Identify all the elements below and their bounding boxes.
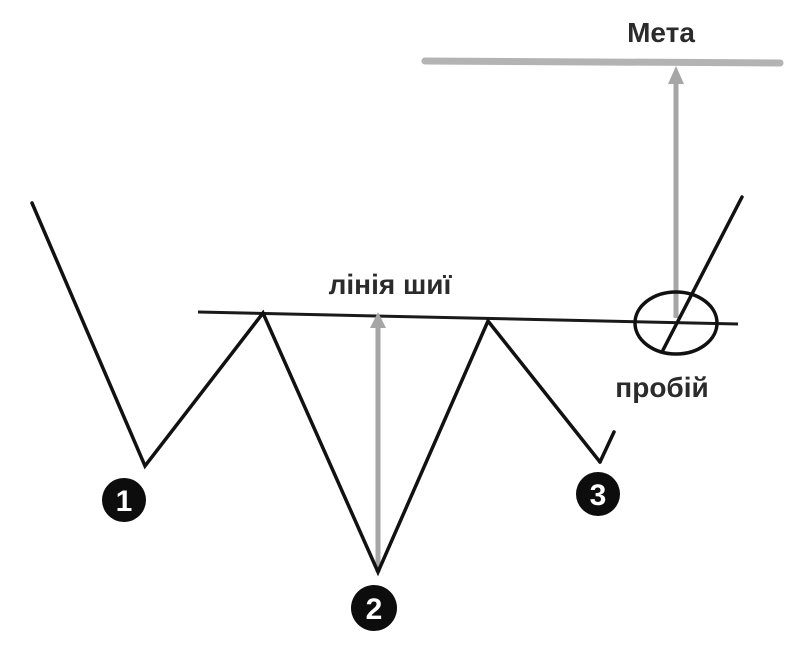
breakout-label: пробій	[615, 372, 708, 403]
svg-text:1: 1	[116, 485, 133, 518]
marker-2: 2	[351, 585, 397, 631]
target-line	[421, 57, 784, 67]
svg-text:3: 3	[590, 479, 607, 512]
target-label: Мета	[627, 17, 695, 48]
price-line	[30, 201, 602, 577]
price-line-gap-segment	[598, 430, 616, 464]
neckline	[197, 310, 739, 326]
breakout-line	[660, 195, 744, 354]
depth-arrow-head	[370, 312, 386, 328]
svg-text:2: 2	[366, 593, 383, 626]
marker-3: 3	[576, 472, 620, 516]
target-arrow-head	[668, 66, 684, 84]
marker-1: 1	[102, 478, 146, 522]
neckline-label: лінія шиї	[329, 269, 453, 300]
breakout-circle	[633, 290, 719, 356]
